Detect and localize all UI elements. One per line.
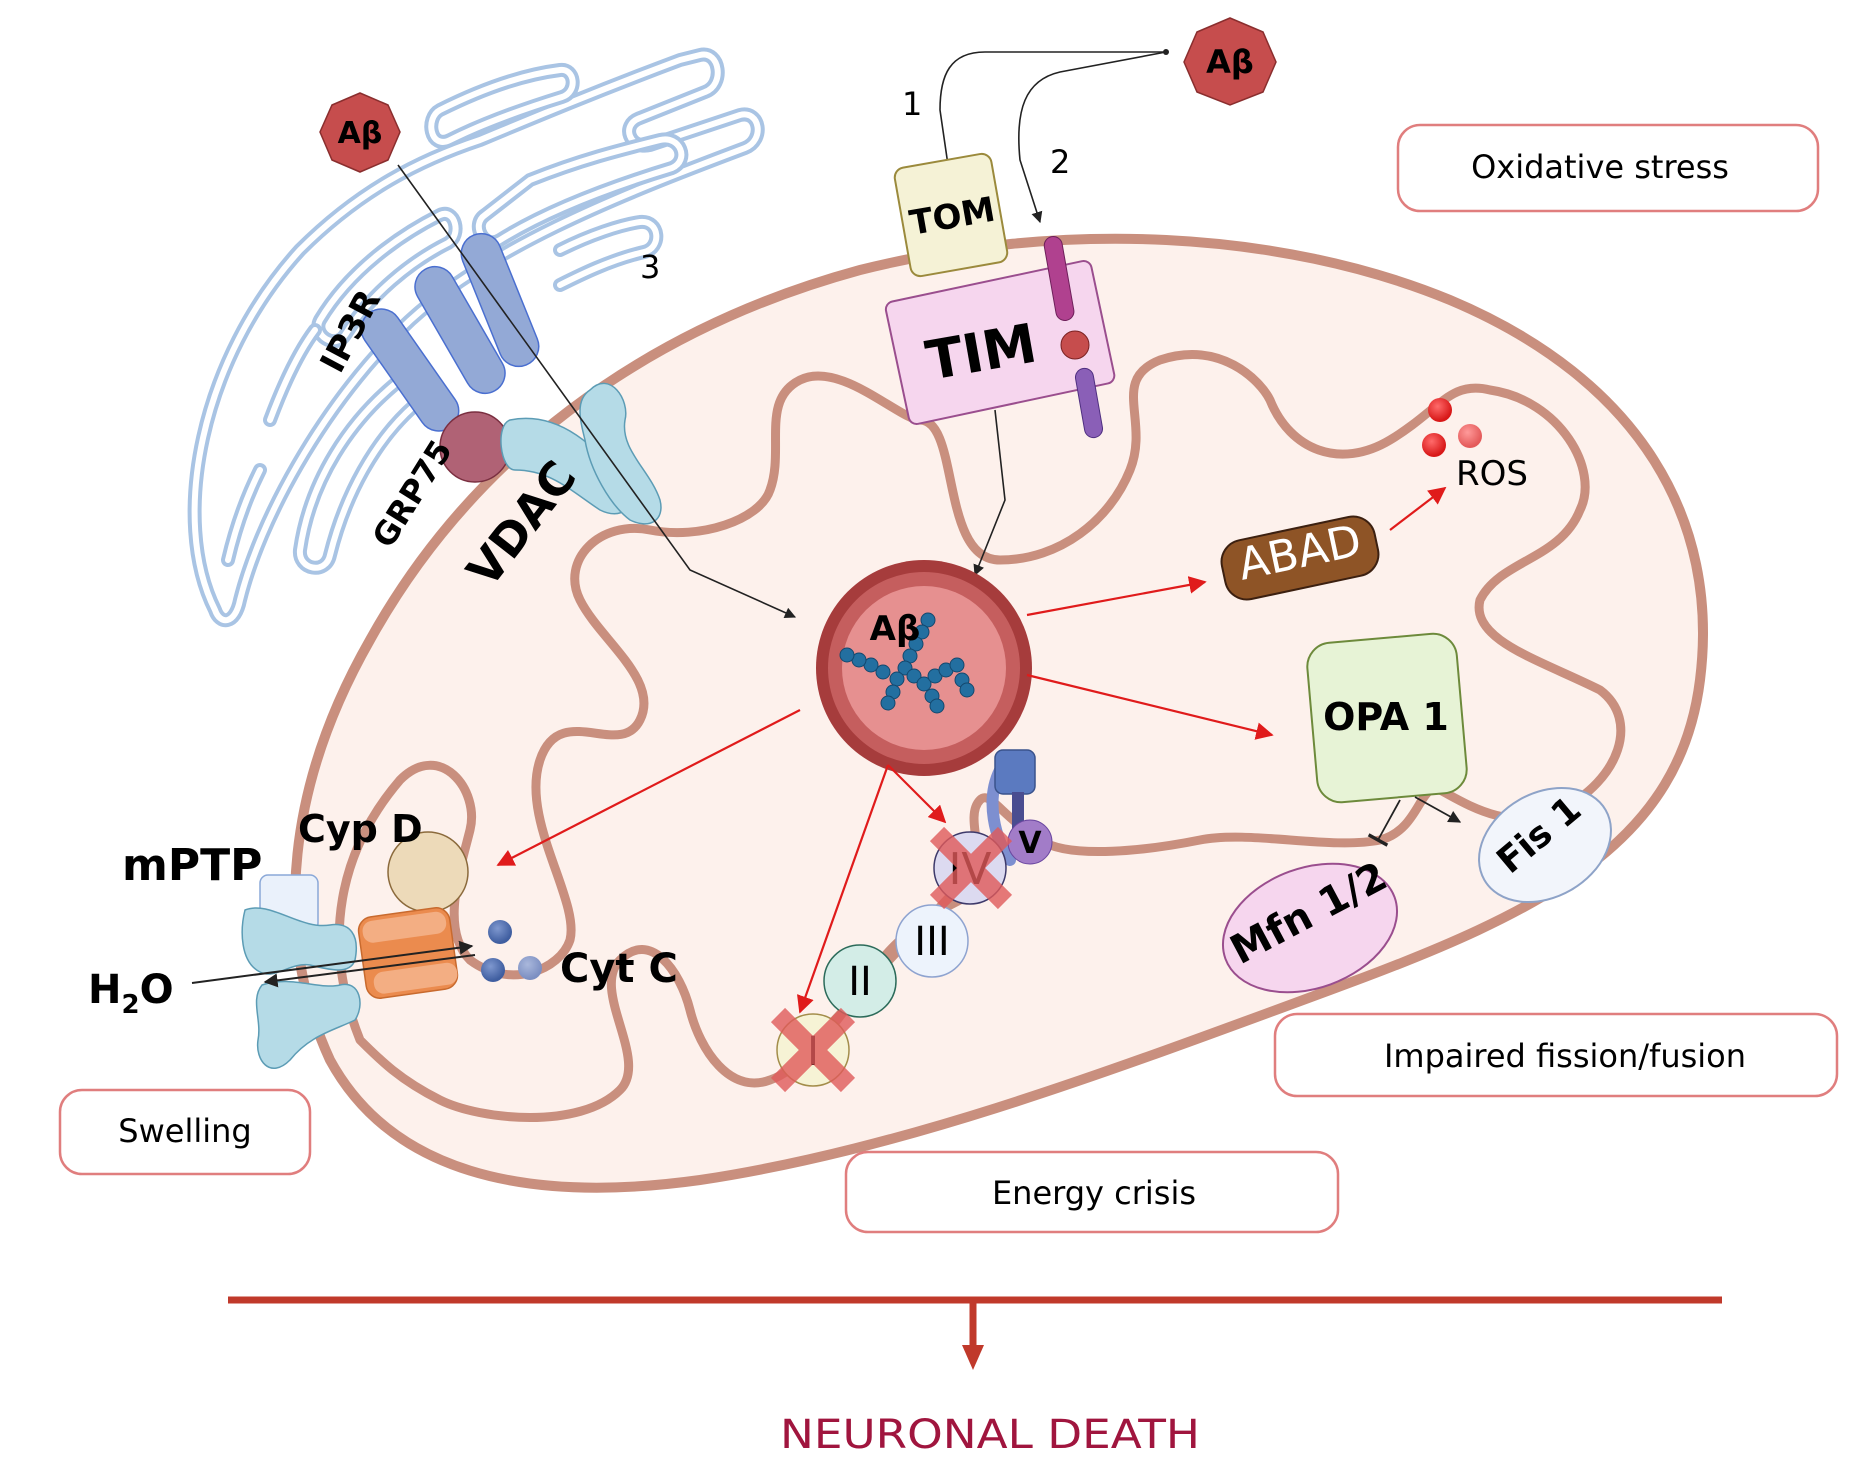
cyto-abeta-octagon <box>1183 17 1277 106</box>
er-abeta-octagon <box>319 92 401 173</box>
oxidative-stress-label: Oxidative stress <box>1471 148 1729 186</box>
mfn-protein <box>1221 862 1399 994</box>
complex-v-label: V <box>1018 826 1042 861</box>
opa1-protein <box>1306 632 1468 804</box>
abad-enzyme <box>1220 515 1380 601</box>
h2o-influx-arrow <box>191 940 474 984</box>
h2o-subscript: 2 <box>121 990 139 1020</box>
abeta-to-complex-i-arrow <box>797 764 890 1014</box>
outcome-energy-crisis: Energy crisis <box>844 1150 1340 1234</box>
opa1-inhibits-mfn <box>1367 799 1401 847</box>
complex-v <box>986 749 1053 866</box>
h2o-h: H <box>88 967 121 1013</box>
cypd-label: Cyp D <box>298 807 423 851</box>
route-1-line <box>939 51 1166 166</box>
abeta-to-cypd-arrow <box>496 709 801 866</box>
outcome-oxidative-stress: Oxidative stress <box>1396 123 1820 213</box>
route-2-arrow <box>1018 51 1167 224</box>
vdac-channel <box>500 382 662 525</box>
mptp-pore <box>241 874 459 1069</box>
cytc-efflux-arrow <box>263 954 476 988</box>
complex-iv-inhibition-cross <box>929 826 1013 910</box>
swelling-label: Swelling <box>118 1112 251 1150</box>
abeta-to-opa1-arrow <box>1026 673 1274 740</box>
h2o-o: O <box>140 967 174 1013</box>
tom-complex <box>893 152 1009 278</box>
abeta-to-complex-iv-arrow <box>887 764 947 824</box>
route-3-arrow <box>397 164 797 618</box>
mptp-label: mPTP <box>122 840 262 891</box>
route-3-label: 3 <box>640 248 660 286</box>
outcome-impaired-fission-fusion: Impaired fission/fusion <box>1273 1012 1839 1098</box>
ros-label: ROS <box>1456 454 1528 494</box>
neuronal-death-label: NEURONAL DEATH <box>780 1412 1200 1458</box>
matrix-abeta-aggregate <box>816 560 1032 776</box>
cytc-label: Cyt C <box>560 946 678 992</box>
fis1-protein <box>1478 786 1612 904</box>
abad-to-ros-arrow <box>1389 486 1447 531</box>
impaired-fission-fusion-label: Impaired fission/fusion <box>1384 1037 1746 1075</box>
fibril-chain <box>839 612 975 714</box>
complex-ii-label: II <box>848 959 872 1005</box>
tim-to-matrix-arrow <box>973 409 1006 577</box>
complex-iii-label: III <box>914 919 949 965</box>
complex-iii <box>895 904 969 978</box>
route-2-label: 2 <box>1050 143 1070 181</box>
route-1-label: 1 <box>902 85 922 123</box>
opa1-label: OPA 1 <box>1323 695 1449 739</box>
ros-particles <box>1422 398 1482 457</box>
tim-translocase-pore <box>1043 236 1104 439</box>
matrix-abeta-label: Aβ <box>870 609 921 649</box>
opa1-to-fis1-arrow <box>1414 796 1462 823</box>
abeta-to-abad-arrow <box>1026 576 1207 617</box>
h2o-label: H2O <box>88 967 174 1020</box>
death-arrow-head <box>962 1345 984 1370</box>
grp75-protein <box>439 411 511 483</box>
complex-ii <box>823 944 897 1018</box>
energy-crisis-label: Energy crisis <box>992 1174 1196 1212</box>
cyto-abeta-label: Aβ <box>1206 43 1254 81</box>
cytc-molecules <box>481 920 542 982</box>
complex-i-inhibition-cross <box>770 1007 856 1093</box>
outcome-swelling: Swelling <box>58 1088 312 1176</box>
er-abeta-label: Aβ <box>338 116 383 151</box>
